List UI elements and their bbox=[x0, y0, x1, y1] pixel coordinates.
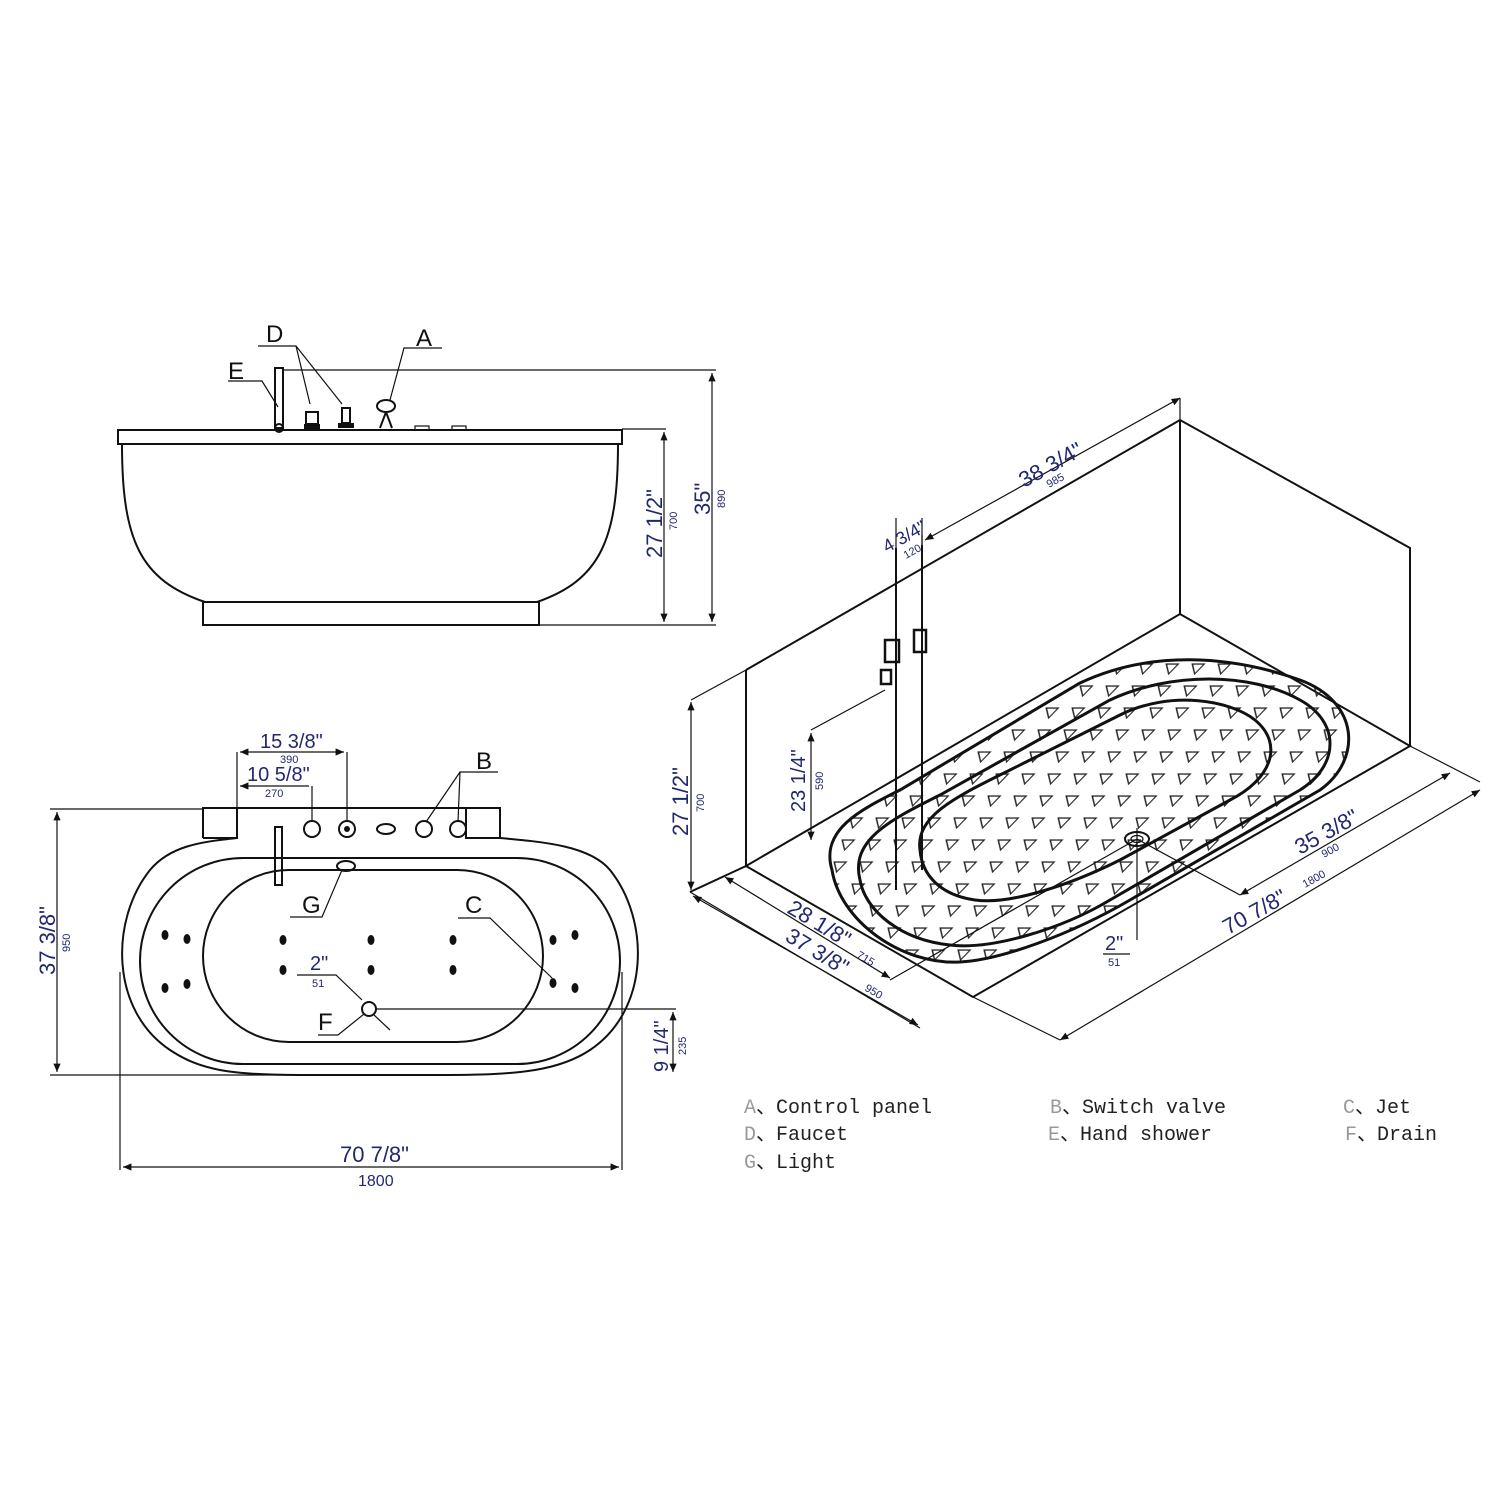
tub-outer-outline bbox=[121, 837, 639, 1076]
dim-width-metric: 950 bbox=[61, 934, 73, 952]
legend-item-hand-shower: E、Hand shower bbox=[1048, 1124, 1213, 1147]
switch-valve-icon bbox=[449, 820, 467, 838]
tub-body bbox=[121, 443, 619, 603]
switch-icon bbox=[338, 407, 354, 428]
dim-drain-center-width-metric: 715 bbox=[854, 949, 876, 969]
dim-faucet-inner-imperial: 10 5/8" bbox=[247, 764, 310, 786]
iso-view: 38 3/4" 985 4 3/4" 120 27 1/2" 700 23 1/… bbox=[668, 397, 1481, 1041]
hand-shower-icon bbox=[274, 826, 283, 886]
tub-iso-middle bbox=[857, 677, 1332, 948]
callout-f: F bbox=[318, 1009, 333, 1036]
hand-shower-icon bbox=[274, 367, 284, 429]
dim-drain-diameter-imperial: 2" bbox=[310, 953, 328, 975]
dim-length-metric: 1800 bbox=[358, 1173, 394, 1190]
legend-item-drain: F、Drain bbox=[1345, 1124, 1438, 1147]
button-icon bbox=[451, 425, 467, 431]
tub-rim bbox=[117, 429, 623, 445]
light-icon bbox=[336, 860, 356, 872]
dim-iso-length-metric: 1800 bbox=[1301, 868, 1328, 890]
valve-icon bbox=[879, 628, 928, 686]
button-icon bbox=[414, 425, 430, 431]
jet-icons bbox=[161, 930, 579, 993]
dim-drain-offset-imperial: 9 1/4" bbox=[651, 1020, 673, 1072]
dim-total-height-imperial: 35" bbox=[690, 483, 715, 515]
callout-b: B bbox=[476, 748, 492, 775]
faucet-icon bbox=[303, 820, 321, 838]
dim-drain-offset-metric: 235 bbox=[677, 1037, 689, 1055]
dim-faucet-outer-metric: 390 bbox=[280, 754, 298, 766]
tub-middle-outline bbox=[139, 857, 621, 1065]
dim-drain-diameter-metric: 51 bbox=[312, 978, 324, 990]
legend-item-jet: C、Jet bbox=[1343, 1097, 1412, 1120]
side-view: E D A 27 1/2" 700 35" 890 bbox=[117, 321, 728, 626]
callout-a: A bbox=[416, 325, 432, 352]
callout-d: D bbox=[266, 321, 283, 348]
dim-length-imperial: 70 7/8" bbox=[340, 1142, 409, 1167]
callout-e: E bbox=[228, 358, 244, 385]
dim-iso-drain-metric: 51 bbox=[1108, 957, 1120, 969]
dim-iso-rim-height-metric: 700 bbox=[695, 794, 707, 812]
drain-icon bbox=[361, 1001, 377, 1017]
dim-faucet-inner-metric: 270 bbox=[265, 788, 283, 800]
switch-valve-icon bbox=[415, 820, 433, 838]
dim-width-imperial: 37 3/8" bbox=[35, 906, 60, 975]
callout-g: G bbox=[302, 892, 321, 919]
legend-item-light: G、Light bbox=[744, 1152, 837, 1175]
legend-item-switch-valve: B、Switch valve bbox=[1050, 1097, 1227, 1120]
control-panel-icon bbox=[376, 399, 396, 429]
legend-item-faucet: D、Faucet bbox=[744, 1124, 849, 1147]
dim-rim-height-metric: 700 bbox=[668, 512, 680, 530]
callout-c: C bbox=[465, 892, 482, 919]
dim-iso-width-metric: 950 bbox=[862, 982, 884, 1002]
dim-valve-height-imperial: 23 1/4" bbox=[788, 749, 810, 812]
tub-base bbox=[202, 601, 540, 626]
dim-iso-rim-height-imperial: 27 1/2" bbox=[668, 767, 693, 836]
dim-valve-height-metric: 590 bbox=[814, 772, 826, 790]
control-panel-icon bbox=[376, 823, 396, 835]
dim-rim-height-imperial: 27 1/2" bbox=[642, 489, 667, 558]
tub-inner-outline bbox=[202, 869, 544, 1043]
dim-iso-length-imperial: 70 7/8" bbox=[1218, 884, 1290, 939]
dim-iso-drain-imperial: 2" bbox=[1105, 933, 1123, 955]
faucet-icon bbox=[304, 411, 320, 429]
top-view: B G C F 2" 51 15 3/8" 390 10 5/8" 270 37… bbox=[35, 731, 689, 1190]
dim-faucet-outer-imperial: 15 3/8" bbox=[260, 731, 323, 753]
dim-total-height-metric: 890 bbox=[716, 490, 728, 508]
legend-item-control-panel: A、Control panel bbox=[744, 1097, 933, 1120]
tub-iso-inner bbox=[918, 698, 1273, 903]
